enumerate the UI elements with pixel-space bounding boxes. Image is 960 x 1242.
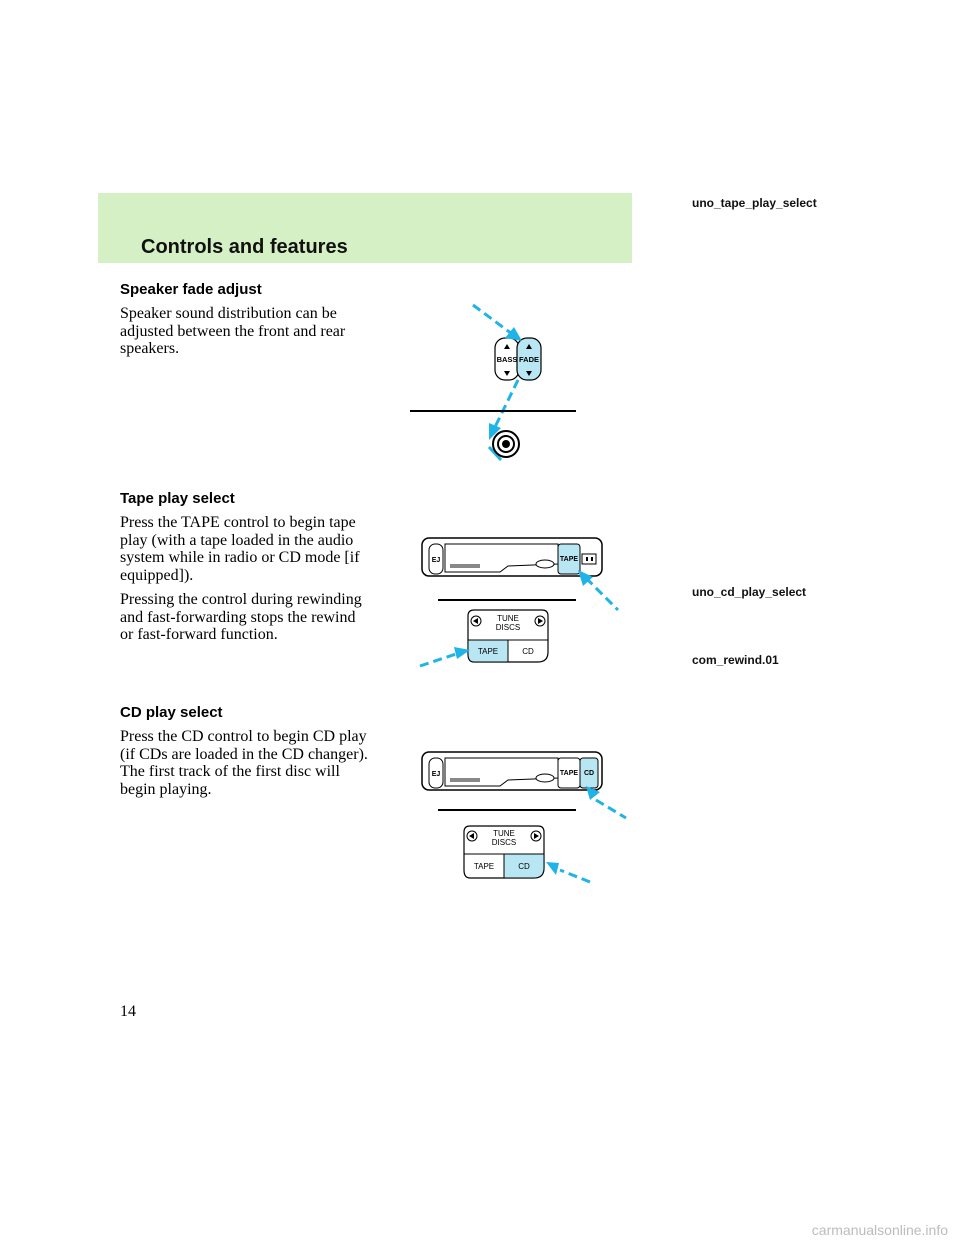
tune-label: TUNE xyxy=(493,829,515,838)
paragraph-fade-1: Speaker sound distribution can be adjust… xyxy=(120,305,346,357)
eject-button-graphic xyxy=(428,757,444,789)
section-cd: CD play select Press the CD control to b… xyxy=(120,704,370,805)
arrow-head-icon xyxy=(489,423,501,440)
fade-control-illustration: BASS FADE xyxy=(410,303,576,462)
cd-control-illustration: EJ TAPE CD TUNE DISCS TAPE CD xyxy=(421,751,627,884)
bass-label: BASS xyxy=(497,355,518,364)
arrow-head-icon xyxy=(505,327,522,341)
bass-up-icon xyxy=(504,344,510,349)
section-tape: Tape play select Press the TAPE control … xyxy=(120,490,370,651)
tune-label: TUNE xyxy=(497,614,519,623)
fade-button-graphic xyxy=(516,337,542,381)
arrow-dashed xyxy=(472,303,513,336)
arrow-head-icon xyxy=(578,570,593,586)
tape-select-button-graphic xyxy=(467,639,509,663)
tape-label: TAPE xyxy=(560,770,578,777)
brand-logo-icon xyxy=(535,559,555,569)
paragraph-tape-2: Pressing the control during rewinding an… xyxy=(120,591,362,643)
section-fade: Speaker fade adjust Speaker sound distri… xyxy=(120,281,370,365)
eject-label: EJ xyxy=(432,771,441,778)
cd-label: CD xyxy=(584,770,594,777)
eject-button-graphic xyxy=(428,543,444,575)
arrow-head-icon xyxy=(586,786,600,800)
arrow-head-icon xyxy=(454,647,470,659)
discs-label: DISCS xyxy=(492,838,516,847)
cd-select-button-graphic xyxy=(503,853,545,879)
tape-button-label: TAPE xyxy=(478,647,498,656)
paragraph-tape-1: Press the TAPE control to begin tape pla… xyxy=(120,514,360,584)
header-title: Controls and features xyxy=(141,236,348,258)
cd-button-label: CD xyxy=(522,647,534,656)
section-header: Controls and features xyxy=(98,193,632,263)
brand-logo-icon xyxy=(535,773,555,783)
heading-fade: Speaker fade adjust xyxy=(120,281,262,298)
label-rewind: com_rewind.01 xyxy=(692,653,779,667)
paragraph-cd-1: Press the CD control to begin CD play (i… xyxy=(120,728,368,798)
fade-up-icon xyxy=(526,344,532,349)
tape-label: TAPE xyxy=(560,556,578,563)
page-number: 14 xyxy=(120,1003,136,1020)
arrow-dashed xyxy=(559,868,591,884)
tape-button-label: TAPE xyxy=(474,862,494,871)
heading-cd: CD play select xyxy=(120,704,223,721)
tape-button-graphic xyxy=(557,543,581,575)
arrow-dashed xyxy=(419,652,457,668)
arrow-tail xyxy=(487,445,503,462)
eject-label: EJ xyxy=(432,557,441,564)
arrow-dashed xyxy=(493,379,520,428)
heading-tape: Tape play select xyxy=(120,490,235,507)
arrow-head-icon xyxy=(546,862,559,875)
arrow-dashed xyxy=(595,798,627,820)
label-cd-play-select: uno_cd_play_select xyxy=(692,585,807,599)
fade-down-icon xyxy=(526,371,532,376)
discs-label: DISCS xyxy=(496,623,520,632)
bass-down-icon xyxy=(504,371,510,376)
fade-label: FADE xyxy=(519,355,539,364)
tape-indicator-icon xyxy=(581,553,597,565)
cd-button-label: CD xyxy=(518,862,530,871)
footer-watermark[interactable]: carmanualsonline.info xyxy=(811,1222,948,1238)
label-tape-play-select: uno_tape_play_select xyxy=(692,196,817,210)
arrow-dashed xyxy=(584,576,620,612)
tape-control-illustration: EJ TAPE TUNE DISCS TAPE CD xyxy=(419,537,620,668)
